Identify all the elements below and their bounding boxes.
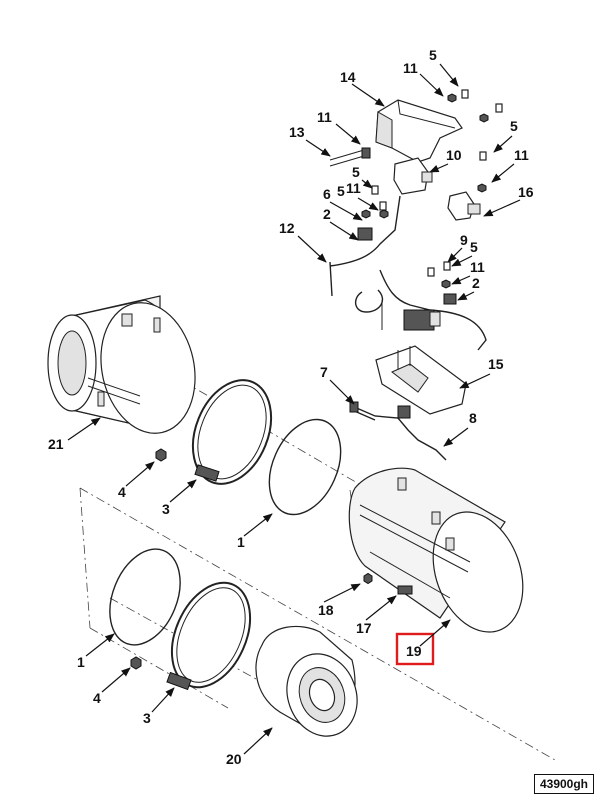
callout-11: 11 <box>346 180 361 196</box>
dpf-canister-upper <box>47 295 196 434</box>
callout-18: 18 <box>318 602 334 618</box>
pressure-sensor-10 <box>393 157 433 195</box>
callout-12: 12 <box>279 220 295 236</box>
callout-3: 3 <box>162 501 170 517</box>
callout-5: 5 <box>337 183 345 199</box>
callout-11: 11 <box>514 147 529 163</box>
callout-3: 3 <box>143 710 151 726</box>
callout-5: 5 <box>470 239 478 255</box>
callout-labels: 5 11 14 11 5 13 10 11 5 11 6 5 16 2 12 9… <box>48 47 534 767</box>
callout-11: 11 <box>403 60 418 76</box>
callout-5: 5 <box>510 118 518 134</box>
nut-lower <box>130 656 142 670</box>
v-band-clamp-upper <box>191 379 273 485</box>
v-band-clamp-lower <box>166 581 252 691</box>
callout-4: 4 <box>118 484 126 500</box>
callout-5: 5 <box>352 164 360 180</box>
dpf-canister-lower <box>348 467 524 633</box>
figure-id-label: 43900gh <box>533 774 594 794</box>
callout-20: 20 <box>226 751 242 767</box>
leader-lines <box>67 63 521 755</box>
callout-1: 1 <box>77 654 85 670</box>
callout-9: 9 <box>460 232 468 248</box>
callout-19: 19 <box>406 643 422 659</box>
gasket-lower <box>109 548 181 646</box>
callout-17: 17 <box>356 620 372 636</box>
callout-11: 11 <box>470 259 485 275</box>
callout-2: 2 <box>472 275 480 291</box>
callout-4: 4 <box>93 690 101 706</box>
phantom-outline <box>79 487 556 761</box>
callout-15: 15 <box>488 356 504 372</box>
callout-8: 8 <box>469 410 477 426</box>
nut-upper <box>155 448 167 462</box>
callout-13: 13 <box>289 124 305 140</box>
wiring-harness-12 <box>329 195 487 351</box>
heat-shield <box>375 99 463 163</box>
callout-7: 7 <box>320 364 328 380</box>
bolt-13 <box>329 147 371 167</box>
callout-10: 10 <box>446 147 462 163</box>
fasteners <box>357 89 503 305</box>
highlight-box-19 <box>395 632 435 666</box>
callout-14: 14 <box>340 69 356 85</box>
gasket-upper <box>268 418 342 516</box>
callout-2: 2 <box>323 206 331 222</box>
nut-18 <box>363 572 373 585</box>
mounting-bracket-15 <box>375 345 467 415</box>
callout-21: 21 <box>48 436 64 452</box>
callout-6: 6 <box>323 186 331 202</box>
callout-5: 5 <box>429 47 437 63</box>
callout-16: 16 <box>518 184 534 200</box>
outlet-housing <box>255 625 358 737</box>
callout-11: 11 <box>317 109 332 125</box>
sensor-line-7 <box>349 401 447 461</box>
callout-1: 1 <box>237 534 245 550</box>
sensor-16 <box>447 191 481 221</box>
